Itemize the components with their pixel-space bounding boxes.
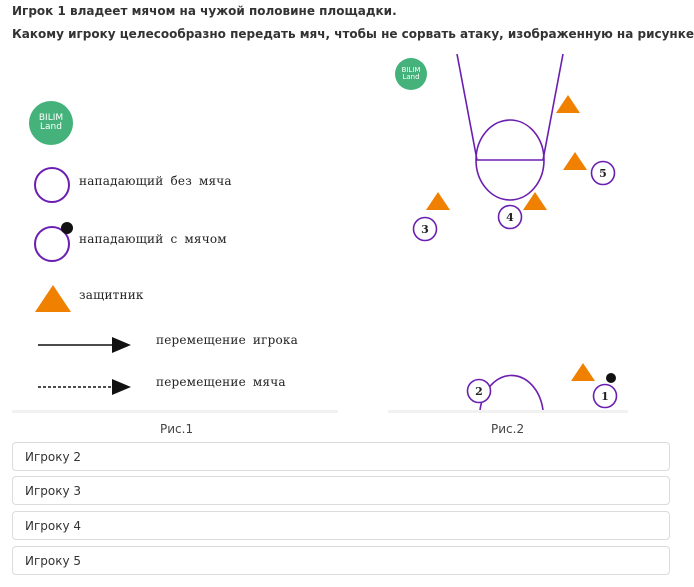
ball [606, 373, 616, 383]
attacker-2 [466, 378, 492, 404]
player-move-arrowhead [112, 337, 131, 353]
attacker-4 [497, 204, 523, 230]
defender-1 [556, 95, 580, 113]
lane-right-line [542, 53, 564, 161]
attacker-2-label: 2 [475, 385, 483, 398]
figure-1-caption: Рис.1 [160, 422, 194, 436]
figure-2-baseline [388, 410, 628, 413]
answer-option-player-2[interactable]: Игроку 2 [12, 442, 670, 471]
attacker-3-label: 3 [421, 223, 429, 236]
answer-option-player-3[interactable]: Игроку 3 [12, 476, 670, 505]
defender-2 [563, 152, 587, 170]
logo-line-1: BILIM [38, 112, 64, 123]
ball-move-arrowhead [112, 379, 131, 395]
answer-option-player-4[interactable]: Игроку 4 [12, 511, 670, 540]
logo-line-2: Land [40, 122, 62, 132]
legend-attacker-no-ball: нападающий без мяча [79, 174, 232, 188]
attacker-4-label: 4 [506, 211, 514, 224]
bilimland-logo: BILIM Land [29, 101, 73, 145]
defender-4 [523, 192, 547, 210]
legend-player-move: перемещение игрока [156, 333, 298, 347]
attacker-1-label: 1 [601, 390, 609, 403]
defender-symbol [35, 285, 71, 312]
defender-5 [571, 363, 595, 381]
logo-small-line-2: Land [402, 73, 420, 81]
answer-option-player-5[interactable]: Игроку 5 [12, 546, 670, 575]
question-line-2: Какому игроку целесообразно передать мяч… [12, 27, 694, 41]
defender-3 [426, 192, 450, 210]
figure-1-baseline [12, 410, 338, 413]
legend-defender: защитник [79, 288, 144, 302]
legend-ball-move: перемещение мяча [156, 375, 286, 389]
logo-small-line-1: BILIM [401, 65, 421, 74]
question-line-1: Игрок 1 владеет мячом на чужой половине … [12, 4, 397, 18]
ball-symbol [61, 222, 73, 234]
attacker-3 [412, 216, 438, 242]
attacker-no-ball-symbol [34, 167, 70, 203]
legend-symbols [34, 167, 131, 395]
court-diagram: 5 3 4 2 1 [412, 53, 618, 411]
legend-attacker-with-ball: нападающий с мячом [79, 232, 227, 246]
lane-left-line [456, 53, 478, 161]
attacker-with-ball-symbol [34, 226, 70, 262]
figure-2-caption: Рис.2 [491, 422, 525, 436]
attacker-5-label: 5 [599, 167, 607, 180]
attacker-1 [592, 383, 618, 409]
attacker-5 [590, 160, 616, 186]
bilimland-logo-small: BILIM Land [395, 58, 427, 90]
